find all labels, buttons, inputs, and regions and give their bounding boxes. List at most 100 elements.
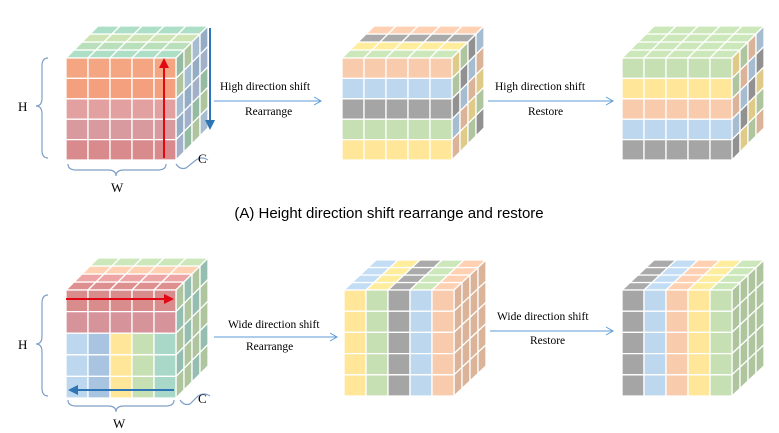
c-bracket bbox=[175, 157, 209, 170]
front-cell bbox=[621, 289, 645, 312]
front-cell bbox=[343, 331, 367, 355]
front-cell bbox=[131, 310, 155, 334]
front-cell bbox=[385, 118, 409, 141]
front-cell bbox=[87, 310, 111, 334]
front-cell bbox=[87, 57, 111, 80]
side-cell bbox=[475, 106, 485, 138]
shift-label: High direction shift bbox=[220, 81, 311, 93]
front-cell bbox=[429, 118, 453, 141]
front-cell bbox=[153, 332, 177, 356]
front-cell bbox=[343, 374, 367, 397]
restore-sublabel: Restore bbox=[528, 106, 563, 118]
front-cell bbox=[409, 289, 433, 312]
front-cell bbox=[131, 138, 155, 161]
front-cell bbox=[709, 289, 733, 312]
front-cell bbox=[363, 57, 387, 80]
front-cell bbox=[109, 332, 133, 356]
c-label: C bbox=[198, 391, 207, 406]
front-cell bbox=[365, 289, 389, 312]
front-cell bbox=[131, 354, 155, 378]
front-cell bbox=[643, 138, 667, 161]
front-cell bbox=[87, 138, 111, 161]
front-cell bbox=[65, 354, 89, 378]
front-cell bbox=[665, 289, 689, 312]
front-cell bbox=[409, 352, 433, 376]
front-cell bbox=[87, 354, 111, 378]
front-cell bbox=[407, 77, 431, 100]
h-label: H bbox=[18, 337, 27, 352]
front-cell bbox=[431, 310, 455, 334]
h-bracket bbox=[35, 57, 49, 159]
front-cell bbox=[65, 310, 89, 334]
front-cell bbox=[341, 98, 365, 120]
front-cell bbox=[665, 98, 689, 120]
h-label: H bbox=[18, 99, 27, 114]
front-cell bbox=[341, 138, 365, 161]
front-cell bbox=[665, 331, 689, 355]
front-cell bbox=[109, 118, 133, 141]
front-cell bbox=[65, 289, 89, 313]
front-cell bbox=[621, 374, 645, 397]
front-cell bbox=[407, 98, 431, 120]
front-cell bbox=[643, 289, 667, 312]
front-cell bbox=[407, 57, 431, 80]
front-cell bbox=[365, 352, 389, 376]
front-cell bbox=[387, 374, 411, 397]
restore-label: Wide direction shift bbox=[497, 311, 589, 323]
front-cell bbox=[153, 354, 177, 378]
front-cell bbox=[131, 332, 155, 356]
front-cell bbox=[87, 77, 111, 100]
front-cell bbox=[409, 374, 433, 397]
front-cell bbox=[621, 118, 645, 141]
front-cell bbox=[109, 375, 133, 399]
front-cell bbox=[343, 352, 367, 376]
front-cell bbox=[665, 57, 689, 80]
front-cell bbox=[687, 331, 711, 355]
width-shift-arrow-blue bbox=[68, 385, 174, 395]
restored-cube-width bbox=[620, 258, 766, 398]
front-cell bbox=[621, 138, 645, 161]
front-cell bbox=[341, 77, 365, 100]
front-cell bbox=[687, 118, 711, 141]
front-cell bbox=[687, 352, 711, 376]
front-cell bbox=[109, 289, 133, 313]
front-cell bbox=[643, 98, 667, 120]
input-cube-width bbox=[64, 256, 210, 400]
front-cell bbox=[687, 57, 711, 80]
front-cell bbox=[87, 98, 111, 120]
front-cell bbox=[109, 354, 133, 378]
front-cell bbox=[65, 98, 89, 120]
front-cell bbox=[643, 118, 667, 141]
front-cell bbox=[363, 138, 387, 161]
front-cell bbox=[643, 331, 667, 355]
width-shift-arrow-red bbox=[66, 294, 174, 304]
channel-arrow-blue bbox=[205, 28, 215, 130]
front-cell bbox=[409, 310, 433, 334]
front-cell bbox=[687, 98, 711, 120]
front-cell bbox=[709, 57, 733, 80]
front-cell bbox=[687, 310, 711, 334]
caption-height: (A) Height direction shift rearrange and… bbox=[234, 205, 543, 222]
front-cell bbox=[621, 331, 645, 355]
input-cube-height bbox=[64, 24, 210, 162]
front-cell bbox=[621, 98, 645, 120]
front-cell bbox=[621, 310, 645, 334]
front-cell bbox=[643, 374, 667, 397]
front-cell bbox=[363, 77, 387, 100]
front-cell bbox=[131, 98, 155, 120]
front-cell bbox=[665, 77, 689, 100]
side-cell bbox=[199, 342, 209, 376]
front-cell bbox=[385, 57, 409, 80]
restore-label: High direction shift bbox=[495, 81, 586, 93]
front-cell bbox=[109, 310, 133, 334]
front-cell bbox=[429, 138, 453, 161]
front-cell bbox=[131, 118, 155, 141]
restore-sublabel: Restore bbox=[530, 335, 565, 347]
front-cell bbox=[687, 138, 711, 161]
front-cell bbox=[65, 57, 89, 80]
front-cell bbox=[709, 374, 733, 397]
front-cell bbox=[65, 118, 89, 141]
rearranged-cube-width bbox=[342, 258, 488, 398]
restored-cube-height bbox=[620, 24, 766, 162]
